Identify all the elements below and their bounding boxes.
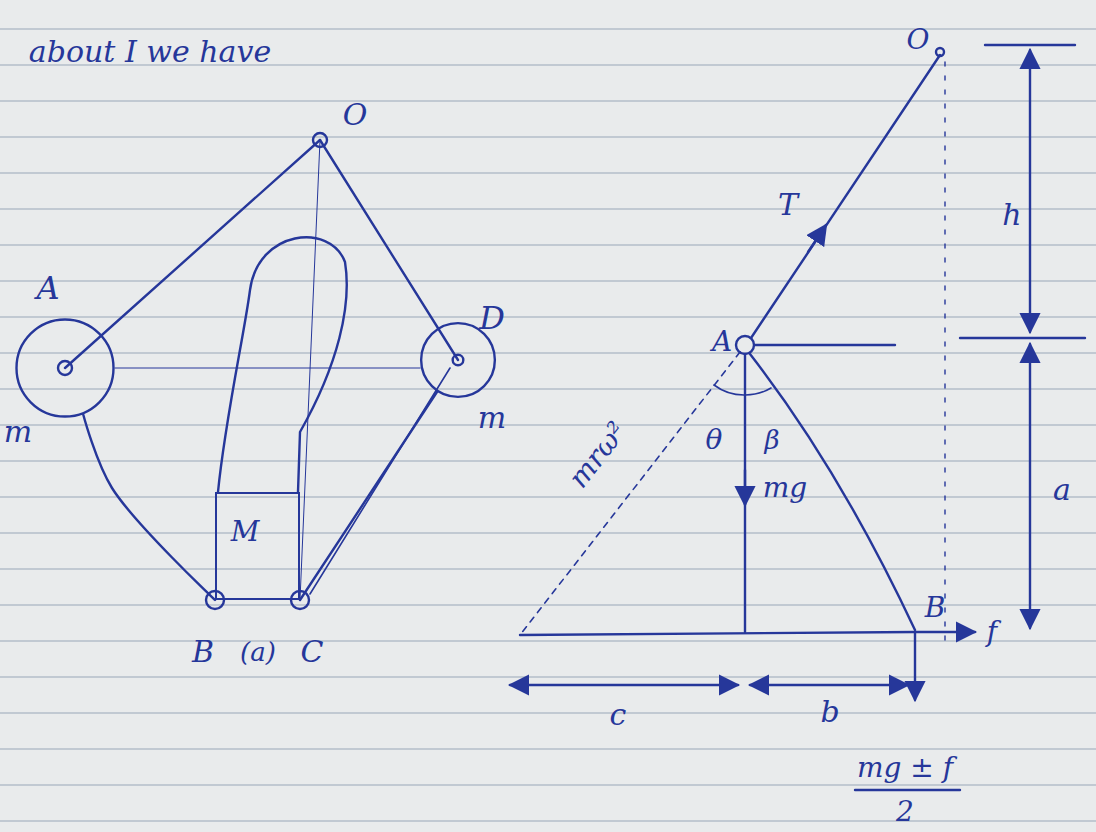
vertical-guide bbox=[300, 140, 320, 600]
body-outline bbox=[218, 237, 347, 492]
mass-circle: Dm bbox=[420, 322, 496, 398]
diagram-label: θ bbox=[706, 426, 723, 454]
center-dot bbox=[453, 355, 464, 366]
mass-circle: Am bbox=[15, 318, 115, 418]
diagram-label: 2 bbox=[896, 798, 914, 826]
center-dot bbox=[58, 361, 72, 375]
diagram-label: c bbox=[610, 700, 627, 730]
horizontal-guide bbox=[115, 368, 420, 369]
diagram-label: mg ± f bbox=[857, 754, 953, 782]
diagram-label: (a) bbox=[240, 639, 276, 665]
dimension-h bbox=[1029, 50, 1031, 332]
node-text: A bbox=[36, 272, 59, 304]
base-line bbox=[520, 632, 915, 635]
weight-arrow bbox=[744, 470, 746, 505]
diagram-label: β bbox=[764, 427, 779, 453]
dimension-tick bbox=[985, 44, 1075, 46]
string-oa bbox=[65, 140, 320, 368]
mass-a bbox=[736, 336, 754, 354]
tension-arrow bbox=[808, 225, 826, 252]
string-connector bbox=[83, 415, 215, 600]
angle-arc-theta bbox=[714, 385, 745, 395]
circle-outline bbox=[17, 320, 114, 417]
dimension-b bbox=[750, 684, 908, 686]
dimension-tick bbox=[960, 337, 1085, 339]
fraction-bar bbox=[855, 789, 960, 791]
centrifugal-line bbox=[520, 352, 740, 635]
diagram-label: O bbox=[343, 100, 368, 130]
string-ab bbox=[750, 354, 915, 630]
string-tension bbox=[751, 55, 940, 338]
diagram-label: b bbox=[820, 697, 839, 727]
circle-outline bbox=[421, 323, 495, 397]
diagram-label: B bbox=[925, 594, 946, 622]
string-od bbox=[320, 140, 458, 360]
horizontal-line bbox=[755, 344, 895, 346]
node-text: M bbox=[231, 518, 260, 546]
diagram-label: T bbox=[778, 190, 798, 220]
node-text: m bbox=[4, 417, 32, 447]
diagram-label: A bbox=[712, 328, 732, 356]
diagram-label: B bbox=[192, 637, 214, 667]
string-connector bbox=[300, 392, 437, 600]
dimension-c bbox=[510, 684, 738, 686]
angle-arc-beta bbox=[745, 388, 771, 395]
circle-outline bbox=[15, 318, 115, 418]
diagram-label: O bbox=[907, 26, 930, 54]
node-text: D bbox=[479, 302, 505, 334]
dimension-a bbox=[1029, 344, 1031, 628]
diagram-label: h bbox=[1002, 200, 1021, 230]
diagram-label: mg bbox=[763, 474, 807, 502]
mass-box: M bbox=[215, 492, 300, 600]
force-arrow-f bbox=[915, 631, 975, 633]
force-arrow-down bbox=[914, 632, 916, 700]
pivot-o bbox=[313, 133, 327, 147]
axis-line bbox=[944, 62, 945, 640]
diagram-label: about I we have bbox=[29, 37, 271, 67]
node-text: m bbox=[478, 403, 506, 433]
diagram-label: C bbox=[301, 637, 324, 667]
diagram-label: a bbox=[1053, 475, 1071, 505]
diagram-label: f bbox=[987, 618, 997, 646]
